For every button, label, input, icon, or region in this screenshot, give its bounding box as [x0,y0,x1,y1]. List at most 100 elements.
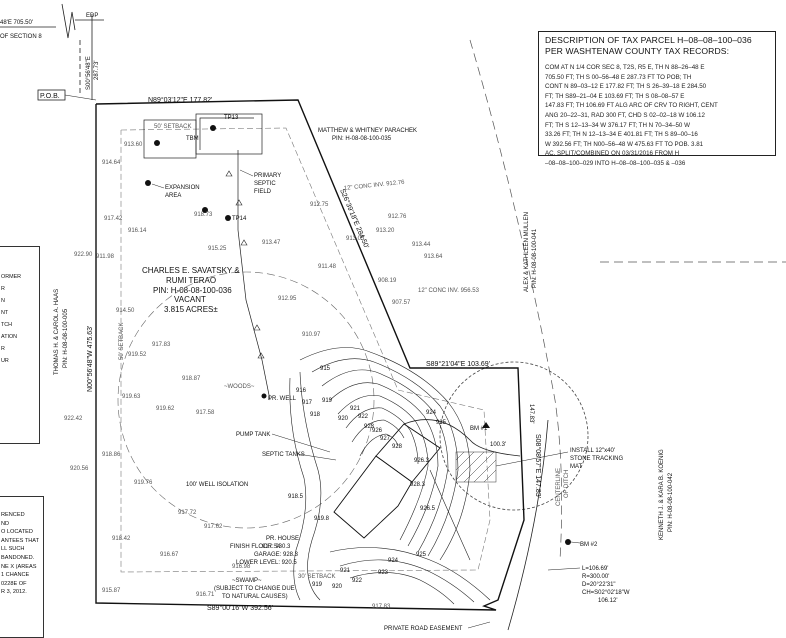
spot-elevation: 913.47 [262,240,281,246]
spot-elevations: 914.64 913.60 917.42 911.98 914.50 916.1… [64,142,443,610]
house-label: PR. HOUSE [266,536,299,542]
legend-box: ORMER R N NT TCH ATION R UR [0,246,40,444]
tp14-label: TP14 [232,216,247,222]
contour-label: 921 [340,568,351,574]
well-isolation-label: 100' WELL ISOLATION [186,482,248,488]
tie-bearing: S00°56'48"E [86,56,92,90]
spot-elevation: 918.73 [194,212,213,218]
spot-elevation: 919.76 [134,480,153,486]
north-neighbor-name: MATTHEW & WHITNEY PARACHEK [318,128,417,134]
stone-mat-label-3: MAT [570,464,583,470]
parcel-owner-2: RUMI TERAO [166,276,216,285]
spot-elevation: 918.42 [112,536,131,542]
proposed-house [333,423,441,539]
spot-elevation: 913.44 [412,242,431,248]
contour-label: 926.3 [414,458,430,464]
section-tie-linework [0,3,104,100]
road-edge-solid [507,419,549,631]
section-note: OF SECTION 8 [0,34,42,40]
contour-lines [289,347,491,605]
contour-label: 927 [380,436,391,442]
spot-elevation: 919.63 [122,394,141,400]
primary-septic-label-1: PRIMARY [254,173,281,179]
contour-label: 919 [312,582,323,588]
lower-level-label: LOWER LEVEL: 920.5 [236,560,297,566]
spot-elevation: 912.75 [310,202,329,208]
expansion-area-label-2: AREA [165,193,181,199]
note-line: O LOCATED [1,529,33,536]
bm2-symbol [565,539,571,545]
south-setback-label: 30' SETBACK [298,574,336,580]
spot-elevation: 918.87 [182,376,201,382]
legend-line: NT [1,310,9,316]
contour-label: 924 [426,410,437,416]
spot-elevation: 917.72 [178,510,197,516]
test-pits [145,125,231,221]
legend-line: ATION [1,334,18,340]
driveway [403,419,521,457]
west-neighbor-name: THOMAS H. & CAROL A. HAAS [54,289,60,375]
spot-elevation: 913.03 [346,236,365,242]
spot-elevation: 919.52 [128,352,147,358]
spot-elevation: 914.64 [102,160,121,166]
spot-elevation: 908.19 [378,278,397,284]
parcel-area: 3.815 ACRES± [164,305,218,314]
legend-line: R [1,346,5,352]
primary-septic-label-2: SEPTIC [254,181,276,187]
spot-elevation: 915.25 [208,246,227,252]
spot-elevation: 913.20 [376,228,395,234]
contour-label: 923 [364,424,375,430]
spot-elevation: 916.14 [128,228,147,234]
parcel-pin: PIN: H-08-08-100-036 [153,286,232,295]
spot-elevation: 917.42 [104,216,123,222]
southeast-neighbor-name: KENNETH J. & KARA B. KOENIG [659,449,665,540]
spot-elevation: 917.58 [196,410,215,416]
curve-delta: D=20°22'31" [582,582,616,588]
spot-elevation: 914.50 [116,308,135,314]
note-line: R 3, 2012. [1,589,27,596]
note-line: ANTEES THAT [1,537,40,544]
well-label: PR. WELL [268,396,297,402]
note-line: LL SUCH [1,546,25,553]
east-offset-bearing: S89°21'04"E 103.69' [426,360,490,368]
contour-label: 919 [322,398,333,404]
spot-elevation: 920.56 [70,466,89,472]
curve-radius: R=300.00' [582,574,609,580]
well-isolation-circle [117,271,375,529]
note-line: 0228E OF [1,580,27,587]
setback-lines [120,127,491,573]
garage-label: GARAGE: 928.3 [254,552,299,558]
contour-label: 926 [372,428,383,434]
bm1-label: BM #1 [470,426,488,432]
tax-parcel-description-box: DESCRIPTION OF TAX PARCEL H–08–08–100–03… [538,31,776,167]
expansion-area-label-1: EXPANSION [165,185,200,191]
contour-label: 925 [436,420,447,426]
contour-label: 915 [320,366,331,372]
contour-label: 925 [416,552,427,558]
contour-label: 923 [378,570,389,576]
pob-label: P.O.B. [40,93,60,100]
contour-label: 920 [338,416,349,422]
contour-label: 916 [296,388,307,394]
primary-septic-label-3: FIELD [254,189,272,195]
contour-label: 917 [302,400,313,406]
north-setback-label: 50' SETBACK [154,124,192,130]
road-edge-lines [469,39,786,561]
spot-elevation: 917.62 [204,524,223,530]
contour-label: 918 [310,412,321,418]
septic-stakes [225,170,265,359]
spot-elevation: 916.98 [232,564,251,570]
north-neighbor-pin: PIN: H-08-08-100-035 [332,136,392,142]
private-road-label: PRIVATE ROAD EASEMENT [384,626,463,632]
west-neighbor-pin: PIN: H-08-08-100-005 [63,308,69,368]
swamp-label: ~SWAMP~ [232,578,262,584]
property-boundary [95,99,525,611]
cul-de-sac-outline [439,361,589,511]
note-line: ND [1,520,10,527]
spot-elevation: 912.95 [278,296,297,302]
pump-tank-label: PUMP TANK [236,432,270,438]
contour-label: 926.5 [420,506,436,512]
culvert-label-2: 12" CONC INV. 956.53 [418,288,480,294]
east-neighbor-pin: PIN: H-08-08-100-041 [532,228,538,288]
